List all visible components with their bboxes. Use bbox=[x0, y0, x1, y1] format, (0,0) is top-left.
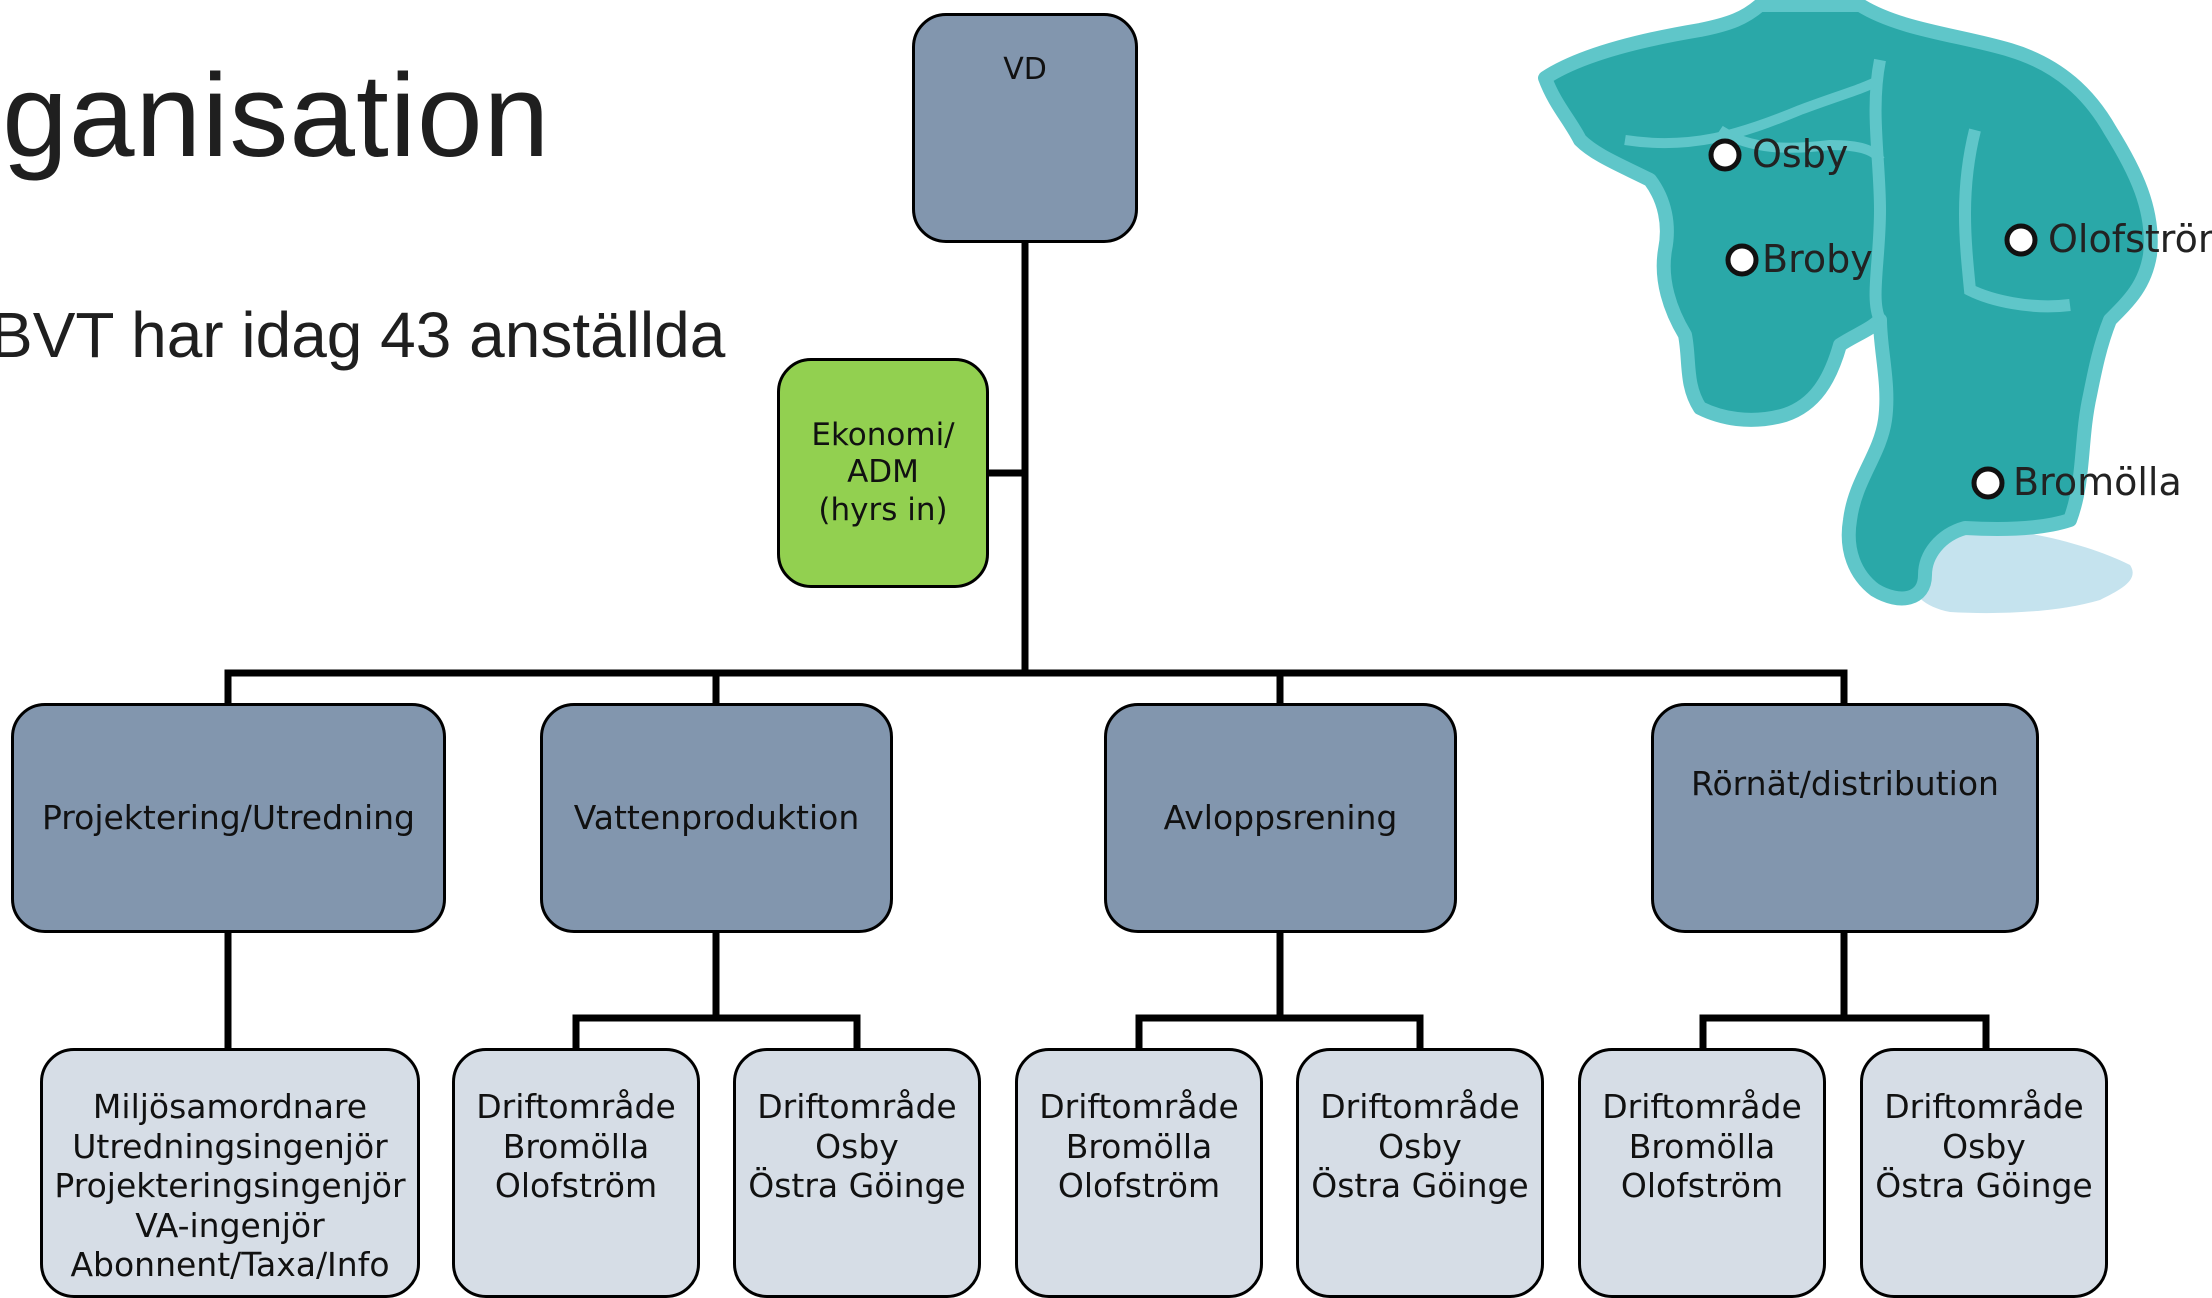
map-municipality-border bbox=[1869, 58, 1887, 323]
org-box-unit: Driftområde Bromölla Olofström bbox=[1015, 1048, 1263, 1298]
slide-subtitle: BVT har idag 43 anställda bbox=[0, 299, 726, 371]
map-label-bromolla: Bromölla bbox=[2013, 460, 2182, 504]
org-box-unit: Miljösamordnare Utredningsingenjör Proje… bbox=[40, 1048, 420, 1298]
map-label-osby: Osby bbox=[1752, 132, 1849, 176]
org-box-ceo: VD bbox=[912, 13, 1138, 243]
map-label-broby: Broby bbox=[1762, 237, 1873, 281]
map-sea bbox=[1911, 527, 2133, 614]
org-box-support: Ekonomi/ ADM (hyrs in) bbox=[777, 358, 989, 588]
org-box-department: Projektering/Utredning bbox=[11, 703, 446, 933]
org-box-unit: Driftområde Osby Östra Göinge bbox=[1860, 1048, 2108, 1298]
slide-title: rganisation bbox=[0, 50, 551, 182]
map-label-olofstrom: Olofström bbox=[2048, 217, 2212, 261]
olofstrom-marker bbox=[2004, 223, 2038, 257]
map-river bbox=[1624, 75, 1883, 149]
map-municipality-border bbox=[1717, 125, 1885, 163]
osby-marker bbox=[1708, 138, 1742, 172]
org-box-department: Avloppsrening bbox=[1104, 703, 1457, 933]
org-box-unit: Driftområde Osby Östra Göinge bbox=[1296, 1048, 1544, 1298]
org-box-unit: Driftområde Bromölla Olofström bbox=[452, 1048, 700, 1298]
broby-marker bbox=[1725, 243, 1759, 277]
map-municipality-border bbox=[1959, 128, 2071, 313]
org-box-department: Rörnät/distribution bbox=[1651, 703, 2039, 933]
org-box-department: Vattenproduktion bbox=[540, 703, 893, 933]
map-land bbox=[1538, 0, 2158, 606]
bromolla-marker bbox=[1971, 466, 2005, 500]
org-box-unit: Driftområde Osby Östra Göinge bbox=[733, 1048, 981, 1298]
